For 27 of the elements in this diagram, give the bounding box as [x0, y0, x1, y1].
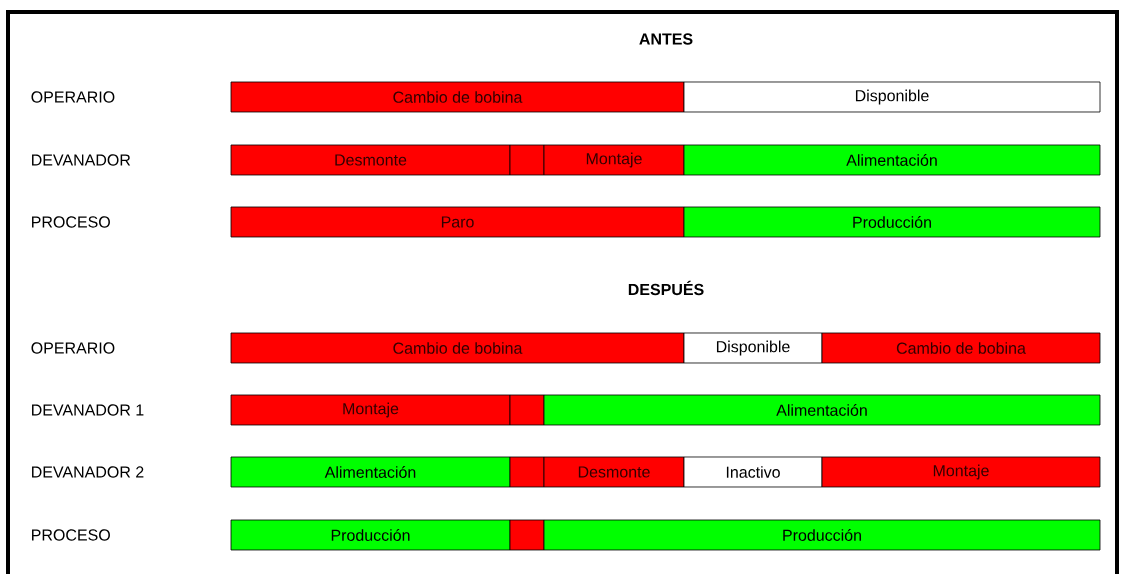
timeline-segment: Alimentación	[683, 144, 1101, 176]
timeline-segment: Alimentación	[543, 394, 1101, 426]
timeline-segment: Cambio de bobina	[230, 81, 685, 113]
section-heading: ANTES	[639, 33, 693, 45]
timeline-segment	[509, 456, 545, 488]
row-label: OPERARIO	[31, 91, 115, 103]
timeline-segment: Inactivo	[683, 456, 823, 488]
timeline-segment: Disponible	[683, 332, 823, 364]
timeline-segment: Paro	[230, 206, 685, 238]
timeline-segment: Producción	[683, 206, 1101, 238]
timeline-segment	[509, 519, 545, 551]
timeline-segment	[509, 394, 545, 426]
timeline-segment: Alimentación	[230, 456, 511, 488]
timeline-segment: Montaje	[821, 456, 1101, 488]
row-label: PROCESO	[32, 529, 110, 541]
timeline-segment: Producción	[543, 519, 1101, 551]
row-label: PROCESO	[32, 216, 110, 228]
row-label: DEVANADOR 1	[32, 404, 144, 416]
row-label: DEVANADOR	[32, 154, 131, 166]
timeline-segment: Disponible	[683, 81, 1101, 113]
row-label: OPERARIO	[31, 342, 115, 354]
timeline-segment: Cambio de bobina	[230, 332, 685, 364]
timeline-segment: Cambio de bobina	[821, 332, 1101, 364]
row-label: DEVANADOR 2	[32, 466, 144, 478]
section-heading: DESPUÉS	[628, 280, 704, 296]
timeline-segment	[509, 144, 545, 176]
timeline-segment: Producción	[230, 519, 511, 551]
